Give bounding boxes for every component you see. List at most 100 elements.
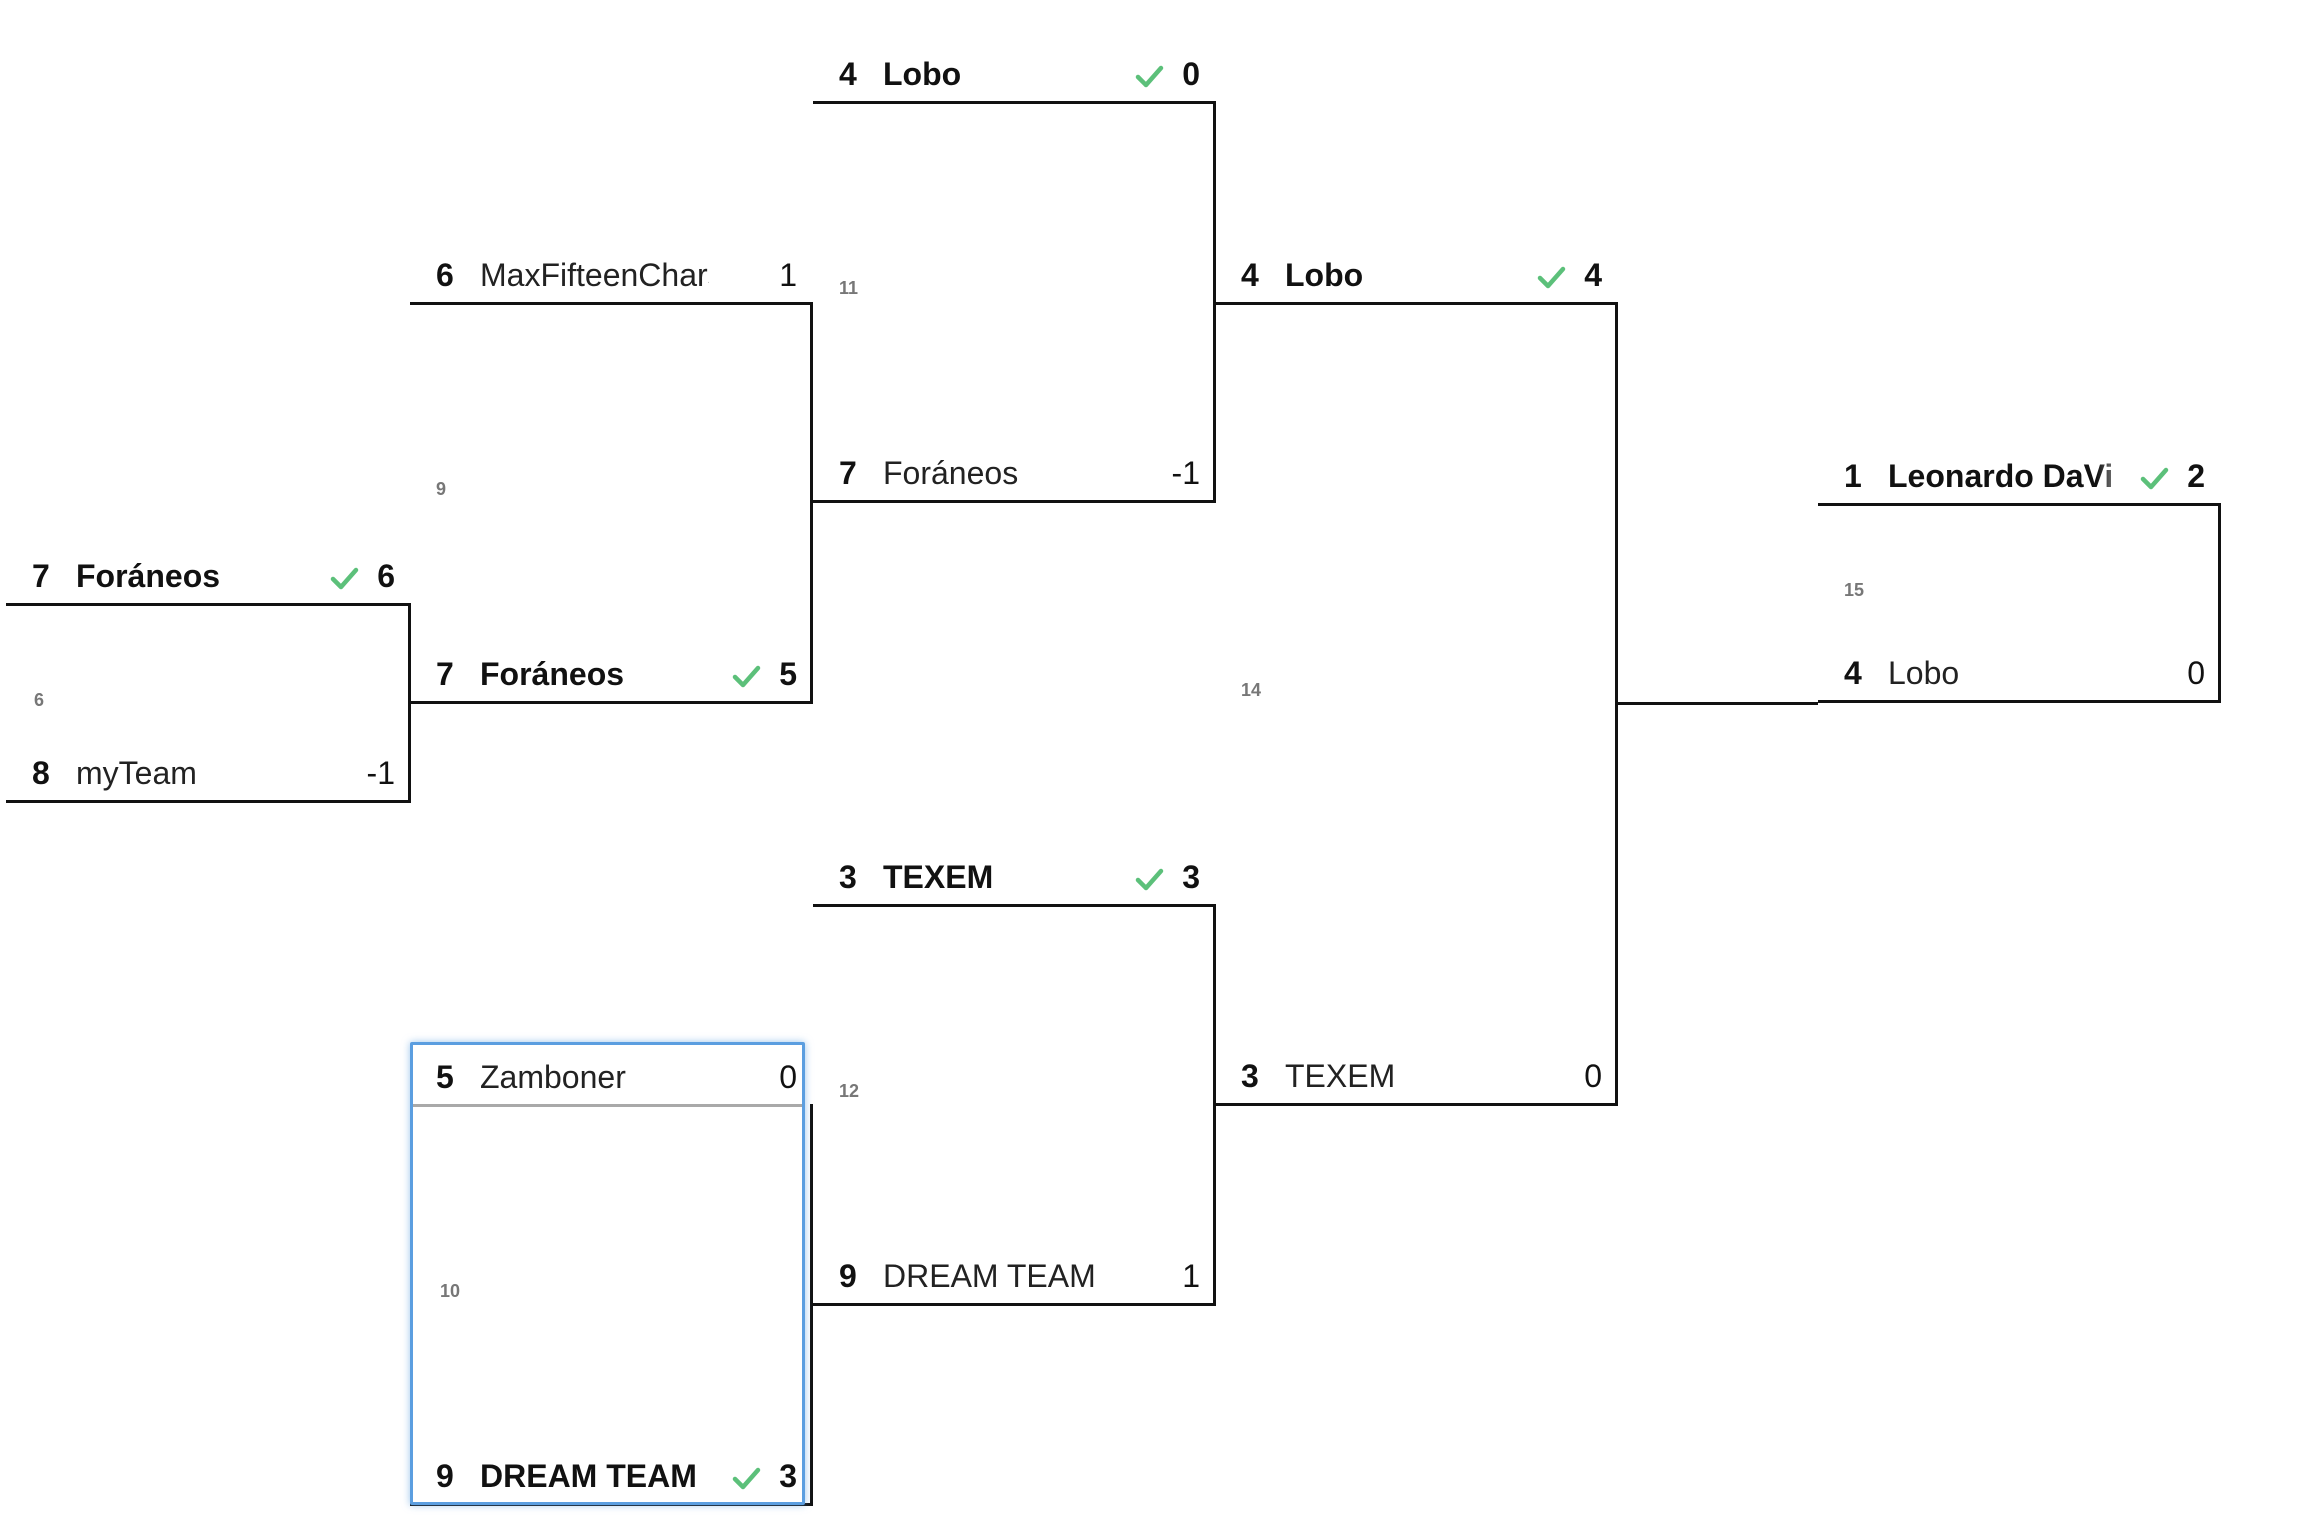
team-slot-bottom[interactable]: 4 Lobo 0 [1818, 640, 2221, 700]
match-bottom-line [1818, 700, 2221, 703]
team-seed: 7 [436, 656, 454, 692]
check-icon [731, 661, 761, 691]
team-slot-bottom[interactable]: 3 TEXEM 0 [1215, 1043, 1618, 1103]
team-score: 0 [2187, 655, 2205, 691]
team-name: myTeam [76, 755, 197, 791]
team-seed: 6 [436, 257, 454, 293]
match-number: 10 [440, 1281, 461, 1301]
team-seed: 3 [839, 859, 857, 895]
match-number: 12 [839, 1081, 860, 1101]
match-right-line [810, 1104, 813, 1506]
team-slot-top[interactable]: 4 Lobo 0 [813, 41, 1216, 101]
match-6[interactable]: 7 Foráneos 6 6 8 myTeam -1 [6, 558, 411, 803]
team-name: Leonardo DaVinci [1888, 458, 2111, 494]
team-name: Lobo [883, 56, 962, 92]
match-9[interactable]: 6 MaxFifteenChars 1 9 7 Foráneos 5 [410, 257, 813, 704]
team-slot-top[interactable]: 5 Zamboner 0 [410, 1044, 813, 1104]
team-name: Foráneos [480, 656, 625, 692]
team-slot-top[interactable]: 6 MaxFifteenChars 1 [410, 242, 813, 302]
team-score: 1 [1182, 1258, 1200, 1294]
match-bottom-line [813, 500, 1216, 503]
team-slot-bottom[interactable]: 9 DREAM TEAM 3 [410, 1443, 813, 1503]
check-icon [731, 1463, 761, 1493]
check-icon [1536, 262, 1566, 292]
team-seed: 4 [1844, 655, 1862, 691]
match-top-line [6, 603, 411, 606]
team-name: Foráneos [76, 558, 221, 594]
team-slot-top[interactable]: 3 TEXEM 3 [813, 844, 1216, 904]
check-icon [2139, 463, 2169, 493]
team-name: Foráneos [883, 455, 1019, 491]
check-icon [1134, 61, 1164, 91]
match-bottom-line [813, 1303, 1216, 1306]
team-slot-bottom[interactable]: 7 Foráneos 5 [410, 641, 813, 701]
team-slot-bottom[interactable]: 8 myTeam -1 [6, 740, 411, 800]
team-score: 1 [779, 257, 797, 293]
team-name: Lobo [1285, 257, 1364, 293]
match-top-line [1818, 503, 2221, 506]
team-score: 6 [377, 558, 395, 594]
match-number: 6 [34, 690, 45, 710]
team-score: 3 [1182, 859, 1200, 895]
team-score: 0 [1584, 1058, 1602, 1094]
team-seed: 7 [839, 455, 857, 491]
name-truncation-fade [2097, 451, 2137, 495]
team-score: -1 [366, 755, 395, 791]
team-slot-bottom[interactable]: 9 DREAM TEAM 1 [813, 1243, 1216, 1303]
team-seed: 4 [1241, 257, 1259, 293]
match-bottom-line [6, 800, 411, 803]
team-seed: 5 [436, 1059, 454, 1095]
match-number: 9 [436, 479, 447, 499]
match-right-line [408, 603, 411, 803]
match-top-line [813, 101, 1216, 104]
team-slot-top[interactable]: 4 Lobo 4 [1215, 242, 1618, 302]
team-seed: 1 [1844, 458, 1862, 494]
team-slot-top[interactable]: 1 Leonardo DaVinci 2 [1818, 443, 2221, 503]
match-bottom-line [410, 701, 813, 704]
match-top-line [410, 302, 813, 305]
check-icon [1134, 864, 1164, 894]
match-10[interactable]: 5 Zamboner 0 10 9 DREAM TEAM 3 [410, 1059, 813, 1506]
team-seed: 4 [839, 56, 857, 92]
team-score: -1 [1171, 455, 1200, 491]
team-seed: 3 [1241, 1058, 1259, 1094]
team-seed: 8 [32, 755, 50, 791]
check-icon [329, 563, 359, 593]
team-slot-top[interactable]: 7 Foráneos 6 [6, 543, 411, 603]
team-score: 2 [2187, 458, 2205, 494]
match-number: 14 [1241, 680, 1262, 700]
match-bottom-line [1215, 1103, 1618, 1106]
team-seed: 7 [32, 558, 50, 594]
team-score: 0 [779, 1059, 797, 1095]
team-seed: 9 [839, 1258, 857, 1294]
match-right-line [1615, 302, 1618, 1106]
match-right-line [1213, 904, 1216, 1306]
match-right-line [810, 302, 813, 704]
match-11[interactable]: 4 Lobo 0 11 7 Foráneos -1 [813, 56, 1216, 503]
team-name: DREAM TEAM [480, 1458, 697, 1494]
selected-match-separator [413, 1104, 802, 1107]
match-right-line [1213, 101, 1216, 503]
team-seed: 9 [436, 1458, 454, 1494]
team-score: 5 [779, 656, 797, 692]
bracket-connector [1618, 702, 1818, 705]
match-number: 11 [839, 278, 859, 298]
team-name: Zamboner [480, 1059, 626, 1095]
match-12[interactable]: 3 TEXEM 3 12 9 DREAM TEAM 1 [813, 859, 1216, 1306]
match-14[interactable]: 4 Lobo 4 14 3 TEXEM 0 [1215, 257, 1618, 1106]
match-number: 15 [1844, 580, 1865, 600]
team-name: MaxFifteenChars [480, 257, 709, 293]
match-top-line [813, 904, 1216, 907]
match-right-line [2218, 503, 2221, 703]
team-slot-bottom[interactable]: 7 Foráneos -1 [813, 440, 1216, 500]
team-name: DREAM TEAM [883, 1258, 1096, 1294]
team-name: TEXEM [1285, 1058, 1396, 1094]
match-top-line [1215, 302, 1618, 305]
match-15[interactable]: 1 Leonardo DaVinci 2 15 4 Lobo 0 [1818, 451, 2221, 703]
selected-match-outline [410, 1042, 805, 1505]
team-score: 4 [1584, 257, 1602, 293]
team-name: Lobo [1888, 655, 1960, 691]
team-name: TEXEM [883, 859, 994, 895]
team-score: 0 [1182, 56, 1200, 92]
